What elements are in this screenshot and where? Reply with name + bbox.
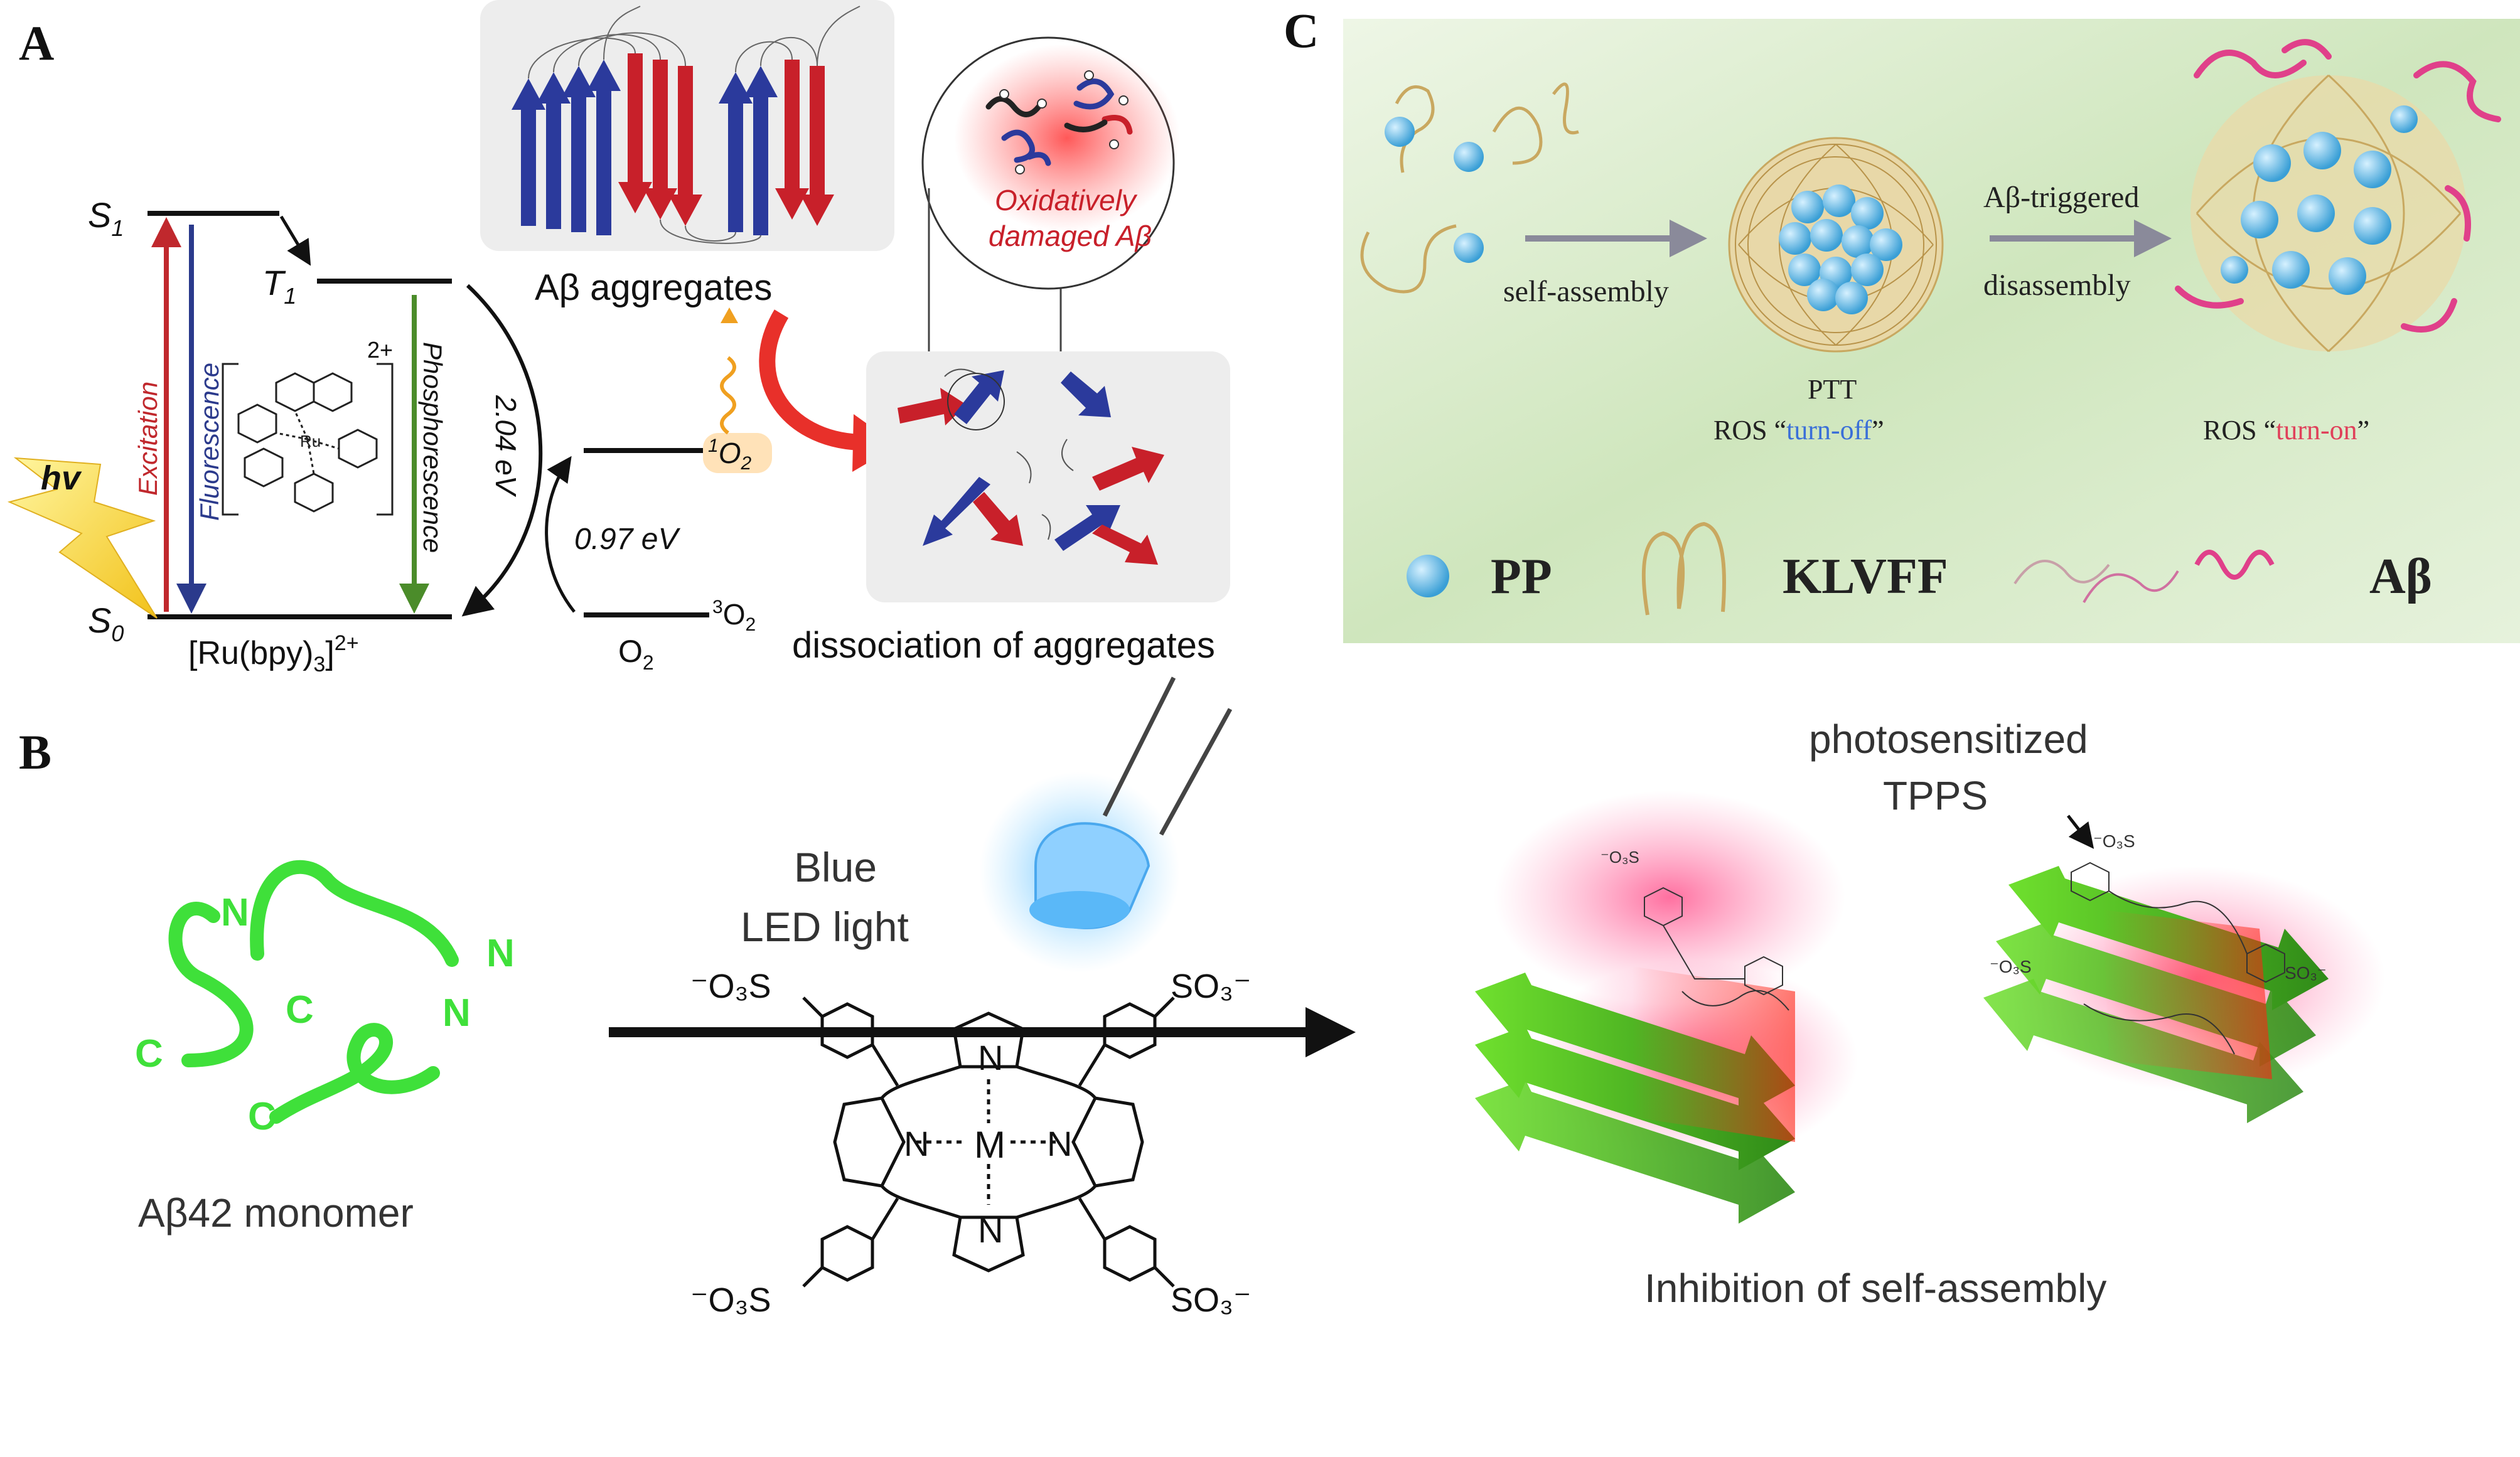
- sulfonate-bottom-left: ⁻O₃S: [690, 1281, 771, 1319]
- terminal-n-2: N: [486, 932, 515, 975]
- sulfonate-bottom-right: SO₃⁻: [1171, 1281, 1252, 1319]
- tpps-pointer-arrow: [2067, 814, 2094, 849]
- energy-gap-097: 0.97 eV: [574, 523, 680, 556]
- phosphorescence-label: Phosphorescence: [418, 342, 448, 553]
- free-components: [1360, 82, 1579, 294]
- panel-c: self-assembly PTT ROS “turn-off” Aβ-trig…: [1343, 19, 2520, 643]
- oxygen-label: O2: [618, 634, 654, 674]
- panel-a: S1 T1 S0 Excitation Fluorescence Phospho…: [7, 0, 1230, 676]
- sheet-right-sulfonate-right: SO₃⁻: [2285, 963, 2327, 983]
- legend-klvff-icon: [1641, 521, 1726, 616]
- dissociated-strands: [898, 368, 1164, 565]
- damaged-fragments: [985, 78, 1133, 166]
- sulfonate-top-left: ⁻O₃S: [690, 968, 771, 1005]
- light-label-line2: LED light: [741, 904, 909, 950]
- s0-label: S0: [88, 600, 124, 646]
- complex-name: [Ru(bpy)3]2+: [188, 631, 359, 676]
- inhibited-sheet-left: ⁻O₃S: [1475, 791, 1858, 1224]
- sulfonate-top-right: SO₃⁻: [1171, 968, 1252, 1005]
- ptt-label: PTT: [1808, 374, 1857, 405]
- ring-n-left: N: [904, 1124, 929, 1163]
- blue-led: [979, 676, 1233, 973]
- t1-label: T1: [262, 263, 296, 309]
- ptt-nanoparticle: [1728, 137, 1944, 353]
- ros-turn-on-label: ROS “turn-on”: [2203, 415, 2369, 446]
- hv-label: hv: [41, 459, 82, 497]
- inhibited-sheet-right: ⁻O₃S ⁻O₃S SO₃⁻: [1983, 831, 2385, 1123]
- singlet-oxygen-label: 1O2: [708, 435, 751, 474]
- terminal-n-1: N: [221, 891, 249, 934]
- light-label-line1: Blue: [794, 844, 877, 890]
- damaged-label-line2: damaged Aβ: [989, 220, 1152, 252]
- legend-ab-label: Aβ: [2369, 549, 2432, 604]
- aggregates-label: Aβ aggregates: [535, 267, 772, 308]
- reaction-arrowhead: [1306, 1007, 1356, 1057]
- damaged-label-line1: Oxidatively: [995, 184, 1138, 216]
- damage-glow: [954, 44, 1180, 232]
- metal-center: M: [974, 1124, 1005, 1166]
- oxygen-dots: [999, 70, 1129, 174]
- singlet-oxygen-badge: [703, 433, 772, 473]
- oxygen-transfer-curve: [545, 456, 576, 613]
- triggered-label-line1: Aβ-triggered: [1983, 181, 2139, 214]
- complex-charge: 2+: [367, 337, 393, 363]
- inhibition-label: Inhibition of self-assembly: [1644, 1266, 2106, 1311]
- ptt-core: [1779, 184, 1902, 314]
- triplet-oxygen-label: 3O2: [712, 597, 756, 635]
- sheet-left-sulfonate: ⁻O₃S: [1600, 848, 1639, 867]
- emission-arrowhead: [721, 307, 738, 323]
- panel-b: N N N C C C Aβ42 monomer Blue LED light: [135, 676, 2385, 1319]
- energy-gap-204: 2.04 eV: [490, 395, 522, 498]
- singlet-oxygen-emission: [720, 356, 736, 435]
- isc-arrow: [279, 215, 311, 266]
- terminal-c-1: C: [286, 988, 314, 1032]
- self-assembly-label: self-assembly: [1503, 275, 1669, 308]
- attack-arrow: [759, 309, 861, 451]
- energy-transfer-curve: [461, 284, 543, 617]
- lightning-bolt: [7, 457, 158, 619]
- sheet-right-sulfonate-left: ⁻O₃S: [1990, 957, 2032, 976]
- ring-n-bottom: N: [978, 1210, 1003, 1250]
- ru-bpy-structure: [222, 363, 394, 516]
- porphyrin-structure: [802, 996, 1175, 1288]
- photosensitized-label-line2: TPPS: [1883, 773, 1988, 818]
- ring-n-top: N: [978, 1038, 1003, 1077]
- aggregates-sheets: [512, 6, 861, 244]
- monomer-label: Aβ42 monomer: [138, 1190, 414, 1236]
- s1-label: S1: [88, 195, 124, 241]
- legend-pp-icon: [1407, 555, 1449, 597]
- panel-label-c: C: [1284, 3, 1319, 58]
- excitation-label: Excitation: [133, 382, 163, 496]
- fluorescence-label: Fluorescence: [195, 363, 224, 521]
- legend-klvff-label: KLVFF: [1783, 549, 1948, 604]
- monomer-peptide: [168, 860, 459, 1124]
- dissociation-box: [866, 351, 1230, 602]
- disassembled-nanoparticle: [2175, 39, 2501, 353]
- terminal-n-3: N: [442, 991, 471, 1035]
- legend-ab-icon: [2013, 550, 2275, 603]
- terminal-c-3: C: [248, 1095, 276, 1138]
- photosensitized-label-line1: photosensitized: [1809, 717, 2088, 762]
- legend-pp-label: PP: [1491, 549, 1552, 604]
- terminal-c-2: C: [135, 1032, 163, 1075]
- ring-n-right: N: [1047, 1124, 1072, 1163]
- dissociation-label: dissociation of aggregates: [792, 625, 1215, 666]
- panel-label-b: B: [19, 725, 51, 779]
- triggered-label-line2: disassembly: [1983, 269, 2131, 302]
- panel-label-a: A: [19, 16, 54, 70]
- ros-turn-off-label: ROS “turn-off”: [1713, 415, 1884, 446]
- sheet-right-sulfonate-top: ⁻O₃S: [2093, 831, 2135, 851]
- ru-center: Ru: [300, 432, 321, 451]
